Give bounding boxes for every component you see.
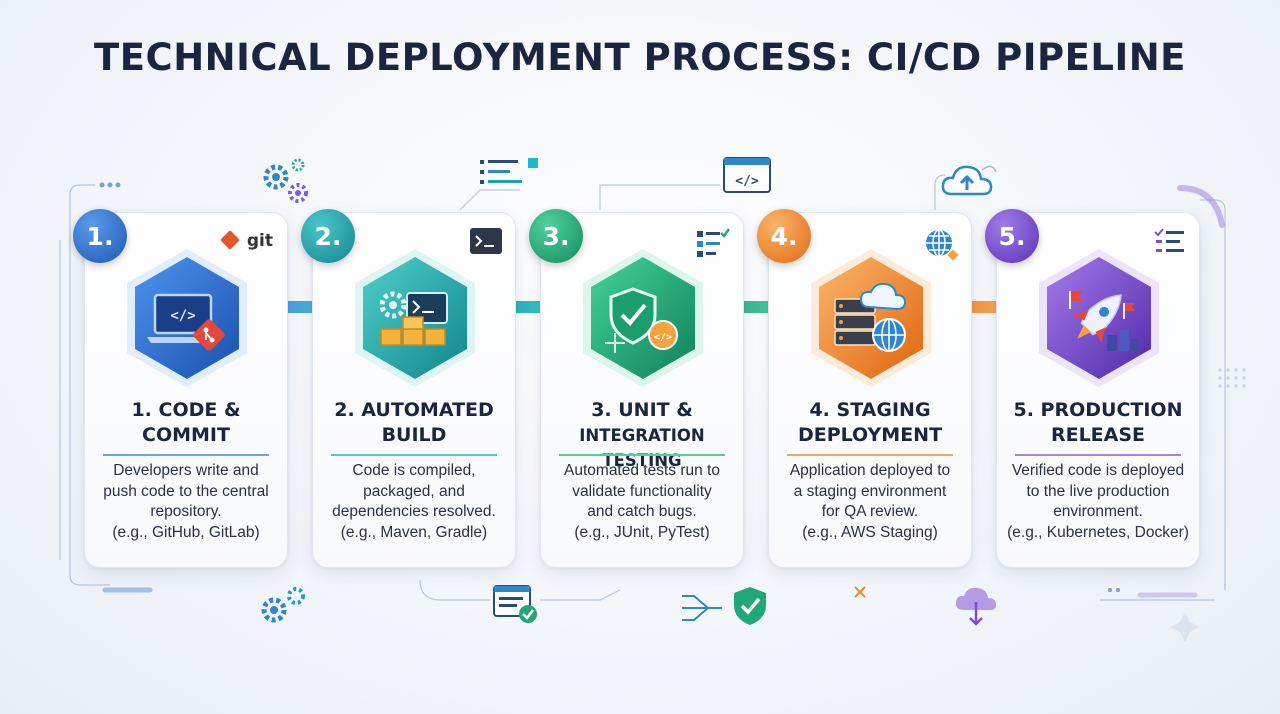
desc-line: Developers write and bbox=[113, 462, 259, 479]
desc-line: (e.g., Maven, Gradle) bbox=[340, 523, 488, 541]
laptop-code-icon: </> bbox=[127, 249, 247, 387]
step-badge-2: 2. bbox=[301, 209, 355, 263]
desc-line: repository. bbox=[150, 503, 222, 520]
close-mark-icon bbox=[854, 586, 866, 598]
step-title-4: 4. STAGING DEPLOYMENT bbox=[769, 398, 971, 448]
desc-line: dependencies resolved. bbox=[332, 503, 496, 520]
step-title-4-line2: DEPLOYMENT bbox=[797, 424, 943, 446]
terminal-icon bbox=[470, 228, 502, 254]
globe-icon bbox=[926, 229, 959, 261]
browser-code-icon: </> bbox=[723, 157, 771, 193]
desc-line: Application deployed to bbox=[789, 462, 951, 479]
svg-text:</>: </> bbox=[735, 174, 759, 189]
shield-check-icon: </> bbox=[583, 249, 703, 387]
desc-line: Verified code is deployed bbox=[1011, 462, 1185, 479]
desc-line: (e.g., JUnit, PyTest) bbox=[574, 523, 710, 541]
step-title-3-line1: 3. UNIT & bbox=[591, 399, 693, 421]
step-badge-3: 3. bbox=[529, 209, 583, 263]
shield-check-icon-bottom bbox=[734, 587, 766, 625]
step-title-2-line2: BUILD bbox=[381, 424, 447, 446]
desc-line: a staging environment bbox=[793, 482, 947, 500]
desc-line: (e.g., GitHub, GitLab) bbox=[112, 523, 260, 541]
step-underline-3 bbox=[559, 454, 725, 456]
step-title-5-line2: RELEASE bbox=[1050, 424, 1146, 446]
step-badge-4: 4. bbox=[757, 209, 811, 263]
step-title-5-line1: 5. PRODUCTION bbox=[1013, 399, 1183, 421]
cloud-upload-icon bbox=[941, 165, 997, 196]
step-desc-3: Automated tests run to validate function… bbox=[549, 461, 735, 543]
step-badge-5: 5. bbox=[985, 209, 1039, 263]
step-card-5: 5. 5. PRODUCTION RELEASE Verified code i… bbox=[985, 209, 1200, 568]
desc-line: (e.g., Kubernetes, Docker) bbox=[1007, 523, 1189, 541]
step-title-4-line1: 4. STAGING bbox=[809, 399, 931, 421]
gears-icon-bottom bbox=[261, 587, 305, 623]
rocket-icon bbox=[1039, 249, 1159, 387]
step-underline-4 bbox=[787, 454, 953, 456]
desc-line: push code to the central bbox=[103, 482, 269, 500]
desc-line: Code is compiled, bbox=[352, 462, 476, 479]
cloud-download-icon bbox=[955, 587, 996, 626]
desc-line: packaged, and bbox=[363, 482, 465, 500]
desc-line: validate functionality bbox=[572, 482, 712, 500]
step-title-2-line1: 2. AUTOMATED bbox=[334, 399, 494, 421]
step-card-1: 1. git </> 1. CODE & COMMIT Developers w… bbox=[73, 209, 288, 568]
desc-line: for QA review. bbox=[821, 503, 919, 520]
page-title: TECHNICAL DEPLOYMENT PROCESS: CI/CD PIPE… bbox=[94, 36, 1186, 79]
svg-text:</>: </> bbox=[170, 308, 195, 324]
step-badge-1: 1. bbox=[73, 209, 127, 263]
server-cloud-icon bbox=[811, 249, 931, 387]
code-list-icon bbox=[480, 158, 538, 184]
branch-merge-icon bbox=[682, 595, 722, 621]
step-title-1-line1: 1. CODE & bbox=[131, 399, 241, 421]
step-title-2: 2. AUTOMATED BUILD bbox=[313, 398, 515, 448]
step-card-3: 3. </> 3. UNIT & INTEGRATION TESTING Aut… bbox=[529, 209, 744, 568]
step-desc-2: Code is compiled, packaged, and dependen… bbox=[321, 461, 507, 543]
test-checklist-icon bbox=[697, 228, 731, 257]
build-gear-icon bbox=[355, 249, 475, 387]
step-desc-1: Developers write and push code to the ce… bbox=[93, 461, 279, 543]
desc-line: Automated tests run to bbox=[564, 462, 720, 479]
release-list-icon bbox=[1154, 228, 1184, 252]
step-title-5: 5. PRODUCTION RELEASE bbox=[997, 398, 1199, 448]
git-label: git bbox=[246, 231, 273, 251]
step-title-1: 1. CODE & COMMIT bbox=[85, 398, 287, 448]
desc-line: (e.g., AWS Staging) bbox=[802, 523, 938, 541]
step-title-1-line2: COMMIT bbox=[142, 424, 230, 446]
svg-text:</>: </> bbox=[654, 332, 672, 343]
desc-line: to the live production bbox=[1026, 482, 1170, 500]
step-underline-5 bbox=[1015, 454, 1181, 456]
step-card-4: 4. 4. STAGING DEPLOYMENT Application dep… bbox=[757, 209, 972, 568]
gears-icon bbox=[263, 158, 308, 203]
step-desc-5: Verified code is deployed to the live pr… bbox=[1005, 461, 1191, 543]
desc-line: and catch bugs. bbox=[587, 503, 697, 520]
step-desc-4: Application deployed to a staging enviro… bbox=[777, 461, 963, 543]
step-card-2: 2. 2. AUTOMATED BUILD Code is compiled, … bbox=[301, 209, 516, 568]
checklist-window-icon bbox=[493, 585, 537, 623]
step-underline-1 bbox=[103, 454, 269, 456]
desc-line: environment. bbox=[1053, 503, 1143, 520]
step-underline-2 bbox=[331, 454, 497, 456]
